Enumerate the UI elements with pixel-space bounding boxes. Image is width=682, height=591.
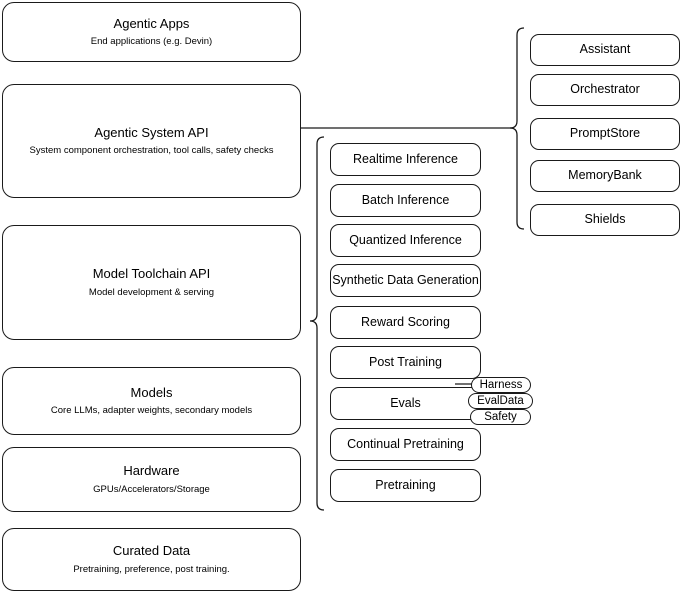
- capability-label: Synthetic Data Generation: [332, 272, 479, 287]
- bracket-capabilities: [309, 136, 325, 511]
- component-box-orchestrator[interactable]: Orchestrator: [530, 74, 680, 106]
- component-box-assistant[interactable]: Assistant: [530, 34, 680, 66]
- layer-box-curated-data[interactable]: Curated Data Pretraining, preference, po…: [2, 528, 301, 591]
- layer-subtitle: End applications (e.g. Devin): [90, 36, 213, 48]
- capability-box-pretraining[interactable]: Pretraining: [330, 469, 481, 502]
- component-label: Assistant: [579, 42, 631, 57]
- layer-subtitle: GPUs/Accelerators/Storage: [93, 483, 210, 495]
- component-box-shields[interactable]: Shields: [530, 204, 680, 236]
- layer-subtitle: System component orchestration, tool cal…: [29, 145, 274, 157]
- component-label: PromptStore: [569, 126, 641, 141]
- layer-box-models[interactable]: Models Core LLMs, adapter weights, secon…: [2, 367, 301, 435]
- layer-box-agentic-apps[interactable]: Agentic Apps End applications (e.g. Devi…: [2, 2, 301, 62]
- layer-box-model-toolchain-api[interactable]: Model Toolchain API Model development & …: [2, 225, 301, 340]
- capability-box-reward-scoring[interactable]: Reward Scoring: [330, 306, 481, 339]
- layer-box-hardware[interactable]: Hardware GPUs/Accelerators/Storage: [2, 447, 301, 512]
- component-label: Orchestrator: [570, 82, 640, 97]
- component-label: MemoryBank: [568, 168, 642, 183]
- layer-title: Agentic System API: [94, 124, 209, 140]
- capability-label: Evals: [390, 395, 421, 410]
- capability-label: Pretraining: [375, 477, 436, 492]
- component-box-memorybank[interactable]: MemoryBank: [530, 160, 680, 192]
- layer-box-agentic-system-api[interactable]: Agentic System API System component orch…: [2, 84, 301, 198]
- layer-subtitle: Pretraining, preference, post training.: [73, 563, 230, 575]
- capability-label: Batch Inference: [361, 192, 450, 207]
- capability-label: Post Training: [369, 354, 442, 369]
- capability-box-evals[interactable]: Evals: [330, 387, 481, 420]
- layer-subtitle: Model development & serving: [88, 286, 215, 298]
- capability-label: Continual Pretraining: [347, 436, 464, 451]
- eval-pill-evaldata[interactable]: EvalData: [468, 393, 533, 409]
- eval-pill-safety[interactable]: Safety: [470, 409, 531, 425]
- capability-box-continual-pretraining[interactable]: Continual Pretraining: [330, 428, 481, 461]
- layer-title: Agentic Apps: [113, 15, 190, 31]
- component-label: Shields: [584, 212, 626, 227]
- capability-box-synthetic-data-generation[interactable]: Synthetic Data Generation: [330, 264, 481, 297]
- component-box-promptstore[interactable]: PromptStore: [530, 118, 680, 150]
- layer-subtitle: Core LLMs, adapter weights, secondary mo…: [50, 405, 253, 417]
- capability-label: Reward Scoring: [361, 314, 450, 329]
- eval-pill-harness[interactable]: Harness: [471, 377, 531, 393]
- capability-label: Quantized Inference: [349, 232, 462, 247]
- capability-box-realtime-inference[interactable]: Realtime Inference: [330, 143, 481, 176]
- layer-title: Model Toolchain API: [92, 266, 211, 282]
- layer-title: Curated Data: [112, 543, 191, 559]
- capability-label: Realtime Inference: [353, 151, 458, 166]
- capability-box-batch-inference[interactable]: Batch Inference: [330, 184, 481, 217]
- layer-title: Hardware: [123, 463, 180, 479]
- layer-title: Models: [130, 384, 173, 400]
- capability-box-quantized-inference[interactable]: Quantized Inference: [330, 224, 481, 257]
- capability-box-post-training[interactable]: Post Training: [330, 346, 481, 379]
- bracket-components: [509, 27, 525, 230]
